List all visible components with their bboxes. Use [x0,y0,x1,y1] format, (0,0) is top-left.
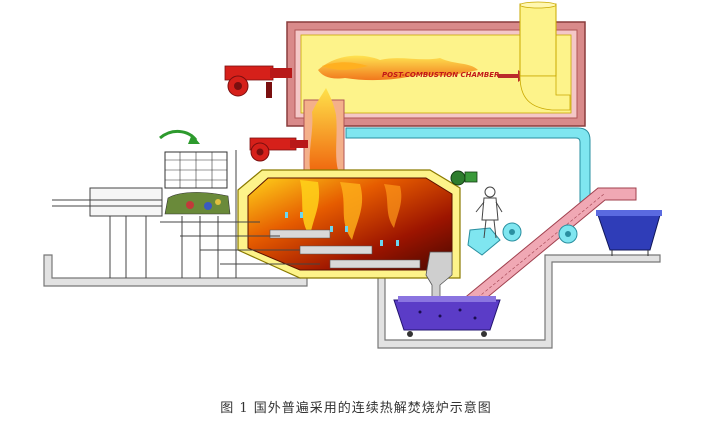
waste-feed-arrow-icon [159,130,200,144]
riser-duct [303,88,345,171]
burner-icon [224,65,292,98]
ash-tank-icon [393,296,501,337]
hopper-icon [596,210,662,256]
incinerator-diagram: POST-COMBUSTION CHAMBER [43,1,662,349]
fan-icon [502,222,578,244]
chamber-label: POST-COMBUSTION CHAMBER [382,71,499,79]
worker-icon [475,186,503,239]
ram-feeder [52,150,320,278]
exhaust-stack [519,1,571,111]
furnace [237,169,461,301]
feed-hopper [164,151,231,215]
fan-icon [450,170,478,186]
burner-icon [249,137,308,162]
figure-caption: 图 1 国外普遍采用的连续热解焚烧炉示意图 [220,401,492,416]
